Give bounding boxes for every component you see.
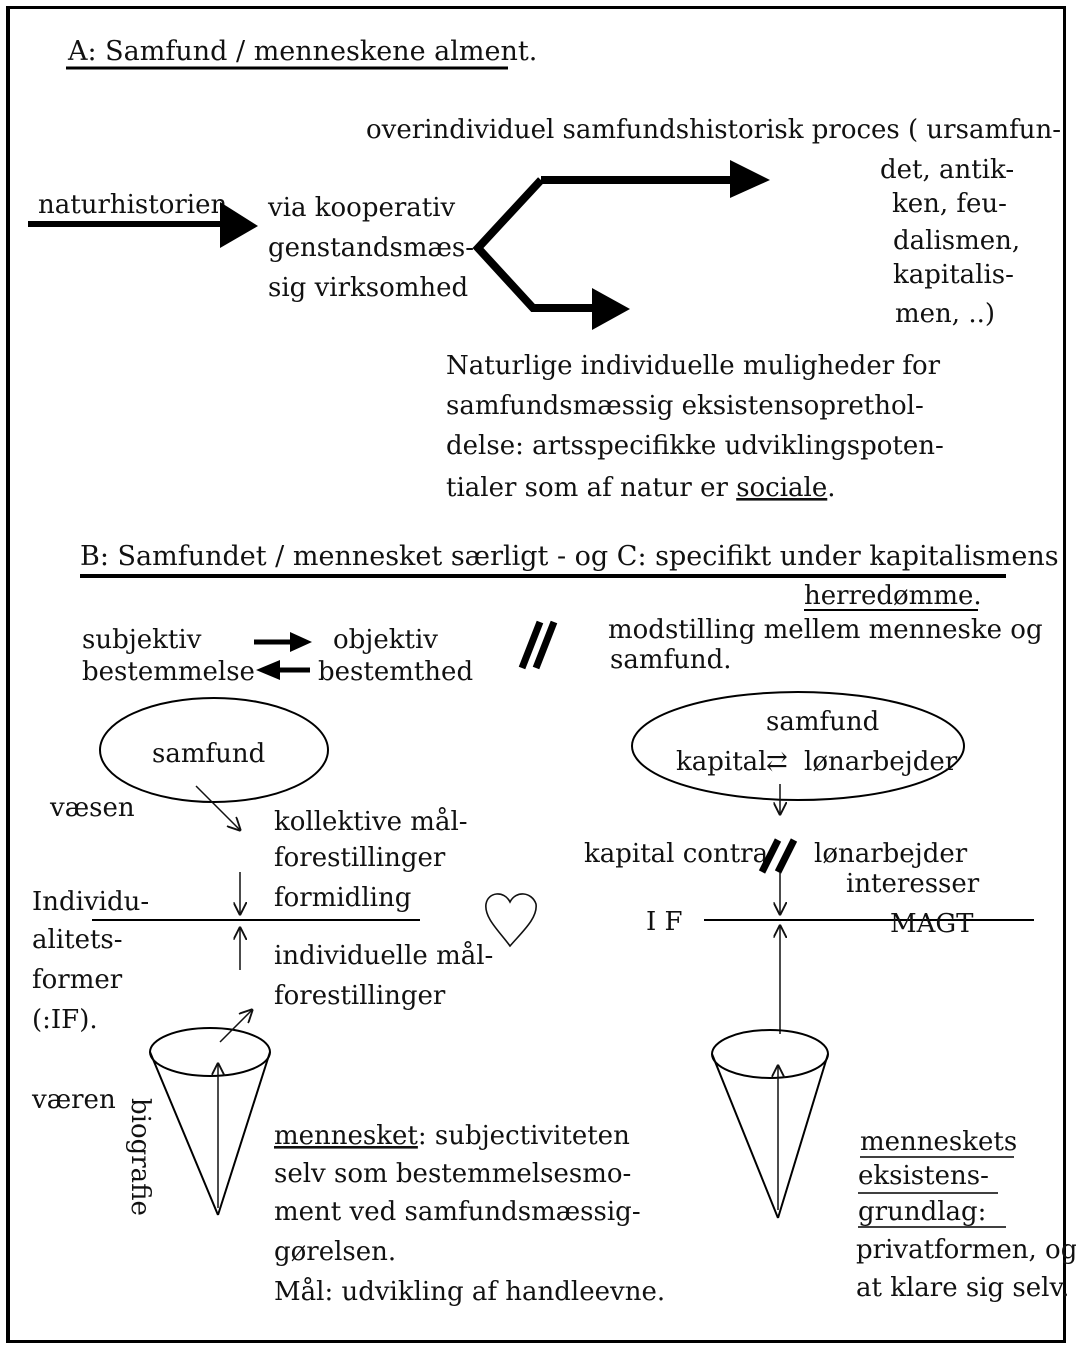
fork-lower-head [592,288,630,330]
person-cone-side-l [149,1051,219,1216]
process-line-1: overindividuel samfundshistorisk proces … [366,115,1061,145]
society-label-right: samfund [766,707,879,737]
person-cone-top-right [711,1029,829,1079]
description-line-4: Mål: udvikling af handleevne. [274,1276,665,1307]
description-line-2: ment ved samfundsmæssig- [274,1197,641,1227]
mennesket-line: mennesket: subjectiviteten [274,1121,630,1151]
subjective-line-1: subjektiv [82,625,202,655]
individual-line-2: forestillinger [274,981,446,1011]
activity-line-1: via kooperativ [267,193,456,223]
collective-line-1: kollektive mål- [274,806,468,837]
subjective-line-2: bestemmelse [82,657,255,687]
process-line-2: det, antik- [880,155,1014,185]
double-slash-1 [518,620,544,670]
vaeren-label: væren [31,1085,116,1115]
if-label: I F [646,907,683,937]
process-line-6: men, ..) [895,299,995,329]
to-subjective-head [256,660,280,680]
person-cone-side-r [217,1051,271,1216]
mennesket-underlined: mennesket [274,1121,418,1151]
magt-label: MAGT [890,909,974,939]
contra-left-label: kapital contra [584,839,768,869]
diagram-frame [6,6,1066,1343]
natural-line-3: delse: artsspecifikke udviklingspoten- [446,431,944,461]
process-line-4: dalismen, [893,226,1020,256]
individuality-line-4: (:IF). [32,1005,98,1035]
lonarbejder-label: lønarbejder [804,747,958,777]
exchange-symbol: ⇄ [766,747,788,777]
basis-text-line-1: privatformen, og [856,1235,1076,1265]
description-line-1: selv som bestemmelsesmo- [274,1159,631,1189]
interesser-label: interesser [846,869,980,899]
naturhistorien-arrow-head [220,202,258,248]
contra-slash-2 [774,838,798,874]
basis-line-1: menneskets [860,1127,1017,1157]
basis-text-line-2: at klare sig selv. [856,1273,1069,1303]
kapital-label: kapital [676,747,766,777]
heart-icon [485,893,537,948]
natural-line-1: Naturlige individuelle muligheder for [446,351,941,381]
vaesen-label: væsen [49,793,135,823]
opposition-line-1: modstilling mellem menneske og [608,615,1043,645]
vaesen-arrow [195,785,240,830]
society-ellipse-left [99,697,329,803]
individuality-line-3: former [32,965,123,995]
section-a-heading: A: Samfund / menneskene alment. [67,36,537,67]
fork-upper-head [730,160,770,198]
society-ellipse-right [631,691,965,801]
individuality-line-1: Individu- [32,887,149,917]
basis-line-2: eksistens- [858,1161,989,1191]
fork-arrow-lines [472,177,602,312]
description-line-3: gørelsen. [274,1237,396,1267]
natural-line-4: tialer som af natur er sociale. [446,473,836,503]
activity-line-3: sig virksomhed [268,273,468,303]
person-cone-top-left [149,1027,271,1077]
double-slash-2 [532,620,558,670]
section-b-heading: B: Samfundet / mennesket særligt - og C:… [80,541,1059,572]
process-line-5: kapitalis- [893,260,1014,290]
person-cone-right-side-r [777,1053,829,1219]
formidling-label: formidling [274,883,411,913]
activity-line-2: genstandsmæs- [268,233,474,263]
objective-line-1: objektiv [333,625,438,655]
objective-line-2: bestemthed [318,657,473,687]
individual-line-1: individuelle mål- [274,940,493,971]
collective-line-2: forestillinger [274,843,446,873]
contra-right-label: lønarbejder [814,839,968,869]
biografie-label: biografie [125,1098,155,1216]
process-line-3: ken, feu- [892,189,1007,219]
naturhistorien-label: naturhistorien [38,190,228,220]
section-b-heading-cont: herredømme. [804,581,982,611]
society-label-left: samfund [152,739,265,769]
contra-slash-1 [758,838,782,874]
basis-line-3: grundlag: [858,1197,986,1227]
person-cone-right-side-l [711,1053,779,1219]
opposition-line-2: samfund. [610,645,732,675]
individuality-line-2: alitets- [32,925,123,955]
natural-line-2: samfundsmæssig eksistensoprethol- [446,391,924,421]
sociale-underlined: sociale [736,473,827,503]
cone-to-individual-arrow [219,1010,252,1043]
to-objective-head [290,632,312,652]
